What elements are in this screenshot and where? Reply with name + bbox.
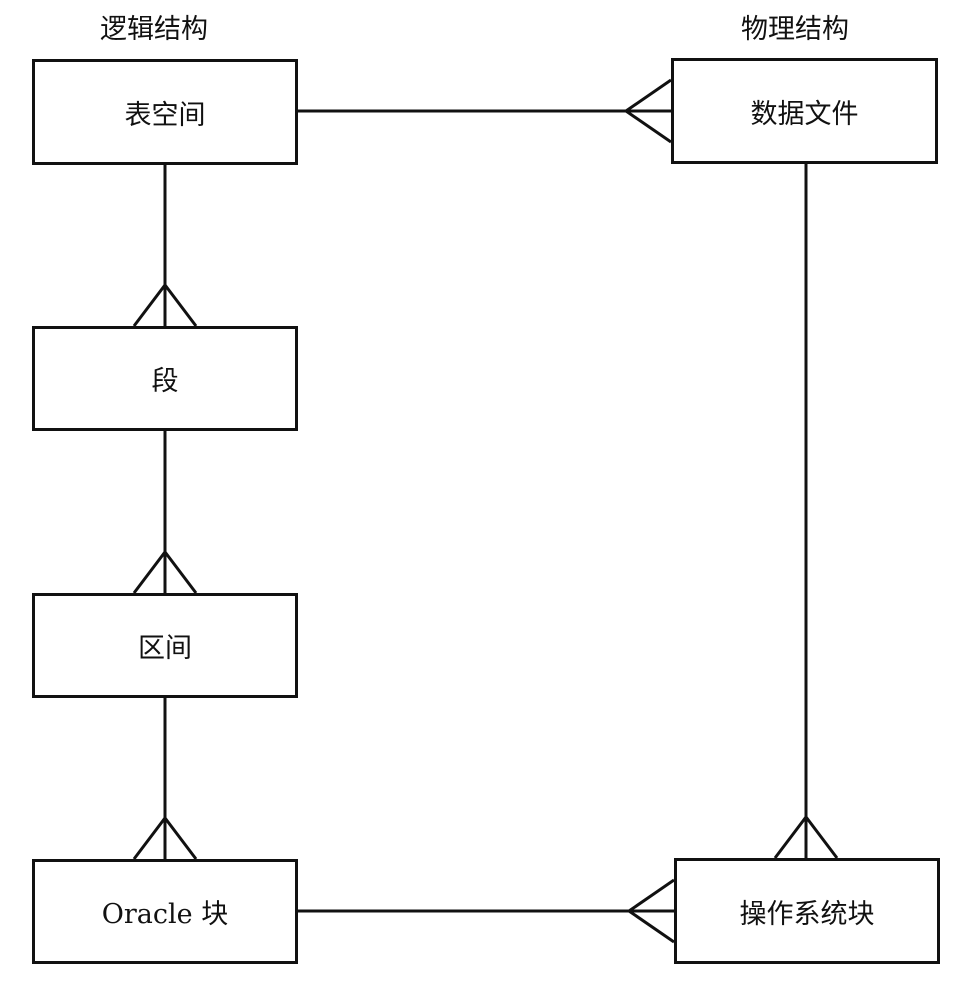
os-block-entity: 操作系统块 xyxy=(674,858,940,964)
crowsfoot-oracle-block-top xyxy=(132,815,198,860)
datafile-entity: 数据文件 xyxy=(671,58,938,164)
crowsfoot-extent-top xyxy=(132,549,198,594)
tablespace-entity: 表空间 xyxy=(32,59,298,165)
segment-label: 段 xyxy=(151,366,179,397)
crowsfoot-os-block-top xyxy=(773,814,839,859)
logical-structure-heading: 逻辑结构 xyxy=(100,14,208,45)
oracle-block-label: Oracle 块 xyxy=(101,899,229,930)
oracle-block-entity: Oracle 块 xyxy=(32,859,298,964)
crowsfoot-os-block-left xyxy=(626,878,675,944)
extent-entity: 区间 xyxy=(32,593,298,698)
tablespace-label: 表空间 xyxy=(124,99,206,131)
os-block-label: 操作系统块 xyxy=(739,898,875,930)
datafile-label: 数据文件 xyxy=(750,98,859,130)
crowsfoot-datafile-left xyxy=(623,78,672,144)
extent-label: 区间 xyxy=(138,633,192,664)
physical-structure-heading: 物理结构 xyxy=(741,14,849,45)
crowsfoot-segment-top xyxy=(132,282,198,327)
segment-entity: 段 xyxy=(32,326,298,431)
